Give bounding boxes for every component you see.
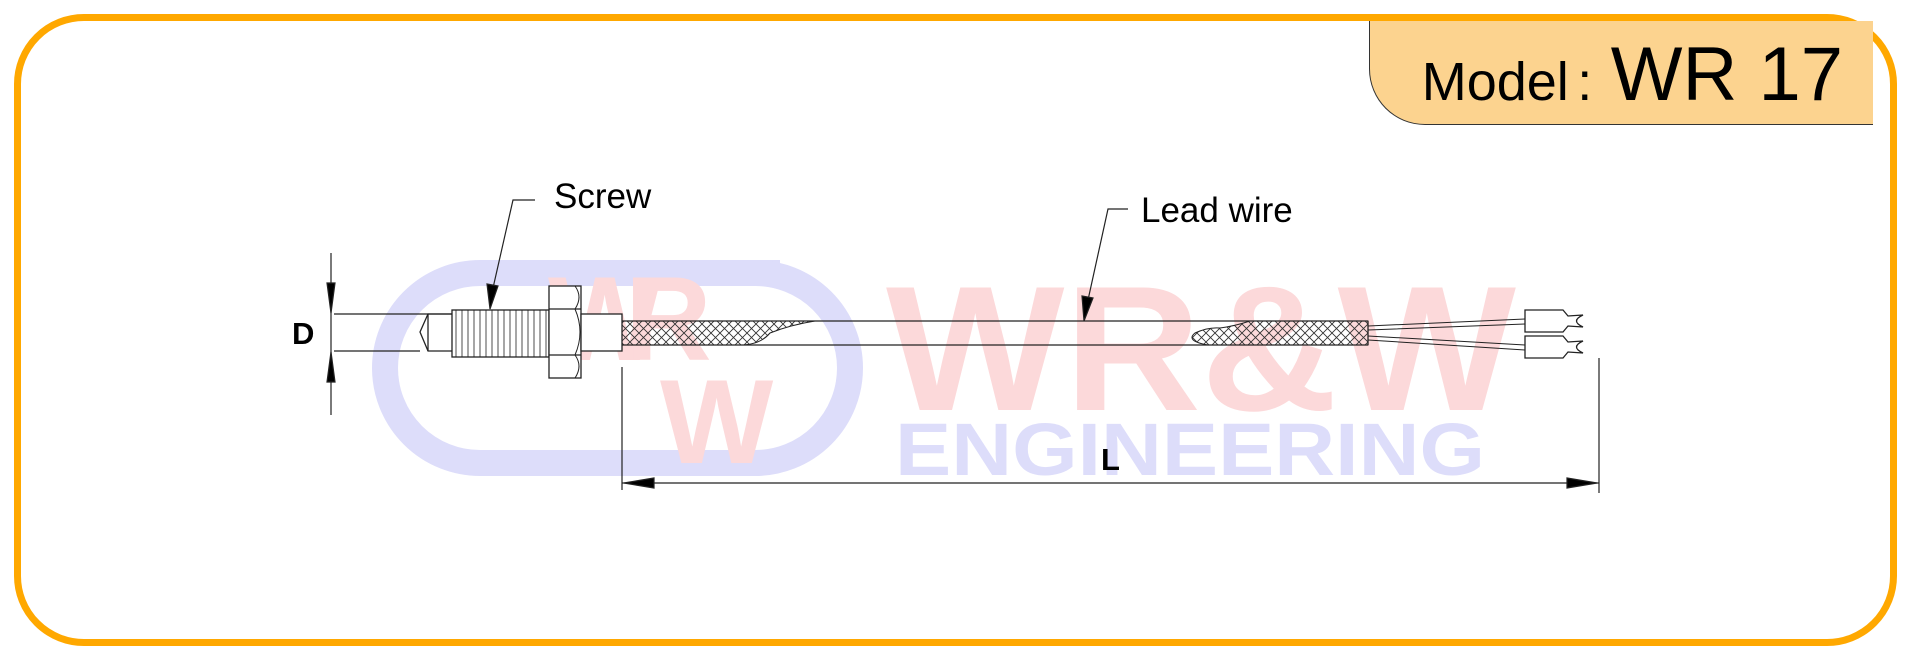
dimension-d-label: D [292,316,315,351]
dimension-l-label: L [1101,442,1120,477]
probe-assembly [334,285,1584,379]
watermark-logo: W R W [372,252,863,489]
hex-nut [548,285,582,379]
terminal-lug-bottom [1524,335,1584,359]
watermark-brand: WR&W [886,249,1516,448]
screw-label: Screw [554,177,652,216]
braid-left [621,320,816,346]
model-separator: : [1577,52,1593,112]
model-tab: Model : WR 17 [1369,21,1873,125]
model-title: Model : WR 17 [1422,31,1843,118]
watermark-subtitle: ENGINEERING [895,408,1485,491]
terminal-lug-top [1524,309,1584,333]
model-value: WR 17 [1610,32,1843,117]
page-frame [14,14,1897,646]
watermark-logo-letter-w2: W [660,355,774,489]
thread-lines [455,310,547,357]
dimension-l [621,358,1600,493]
screw-thread [451,309,550,358]
screw-leader [486,199,535,310]
dimension-d [326,253,336,415]
sleeve [580,313,623,352]
model-label: Model [1421,52,1569,112]
braid-right [1191,320,1369,346]
probe-tip [419,313,452,352]
lead-wire-label: Lead wire [1141,191,1293,230]
watermark-logo-letter-r: R [625,252,712,386]
lead-wire-leader [1081,208,1128,322]
